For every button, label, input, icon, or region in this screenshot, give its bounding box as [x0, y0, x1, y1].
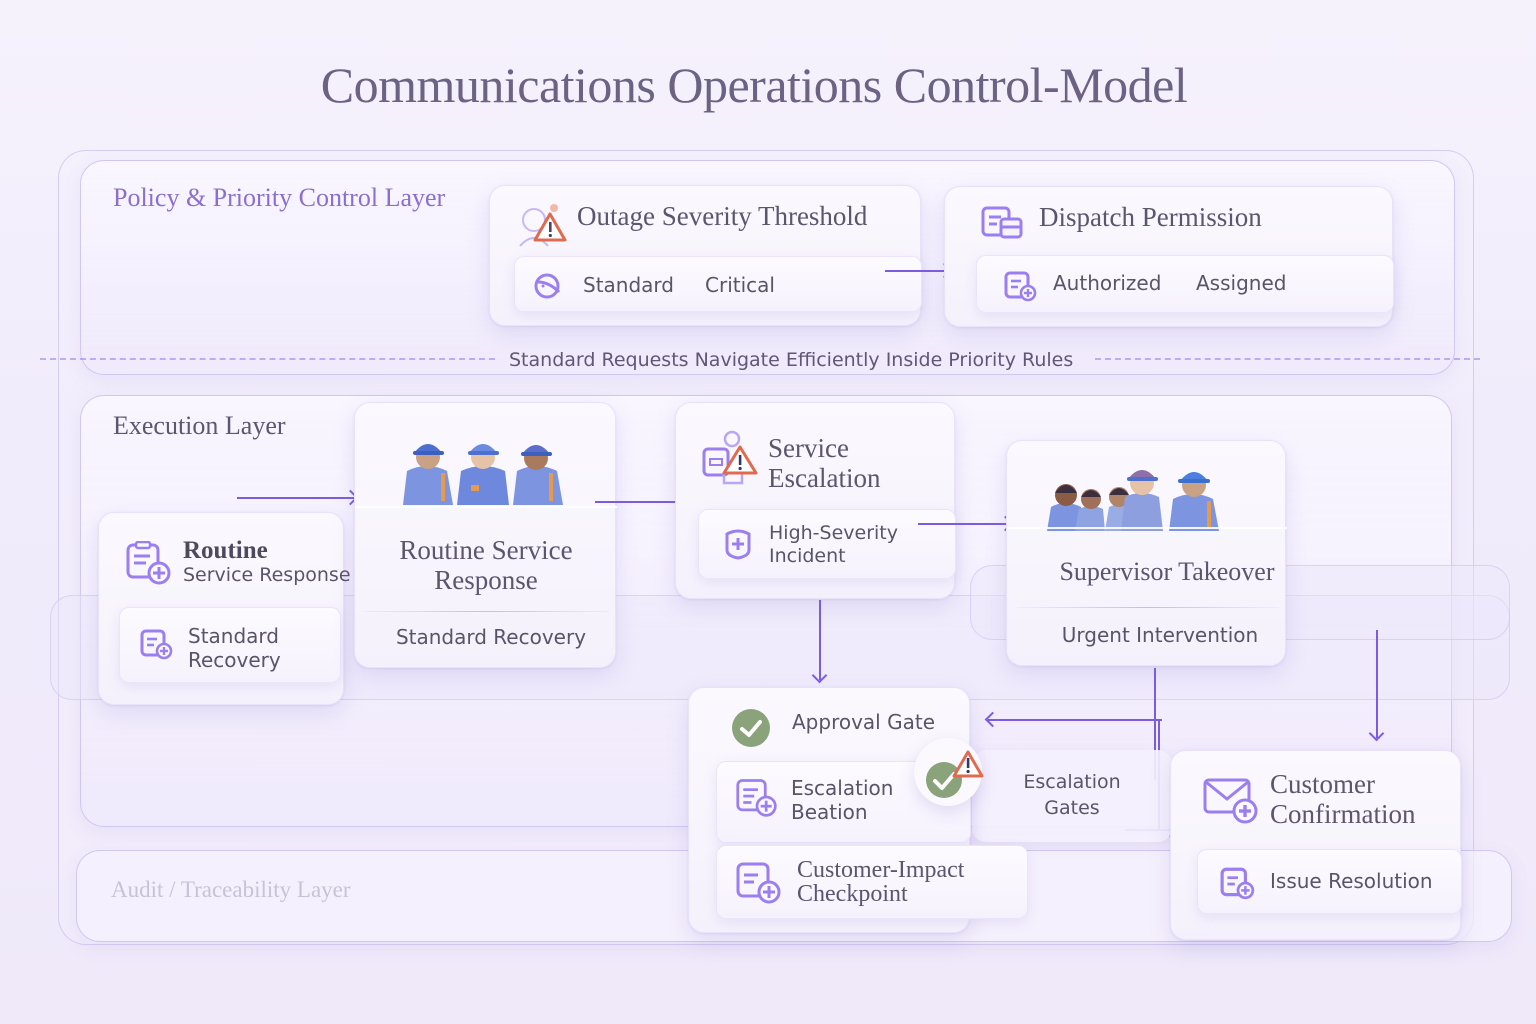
customer-confirmation-card[interactable]: Customer Confirmation Issue Resolution: [1170, 750, 1462, 940]
option-standard[interactable]: Standard: [583, 273, 674, 297]
clipboard-add-icon: [735, 776, 779, 818]
outage-severity-title: Outage Severity Threshold: [577, 201, 868, 231]
rule-divider-left: [40, 358, 495, 360]
clipboard-add-icon: [735, 860, 783, 904]
standard-recovery-label: Standard Recovery: [188, 624, 281, 673]
arrow-supervisor-to-customer: [1376, 630, 1378, 738]
routine-service-card[interactable]: Routine Service Response Standard Recove…: [98, 512, 351, 705]
field-technicians-illustration: [395, 425, 575, 505]
approval-gate-label: Approval Gate: [792, 710, 935, 734]
priority-rule-banner: Standard Requests Navigate Efficiently I…: [509, 349, 1074, 371]
supervisor-takeover-title: Supervisor Takeover: [1059, 557, 1275, 586]
warning-user-icon: [518, 200, 568, 248]
arrow-outage-to-dispatch: [885, 270, 949, 272]
routine-standard-recovery[interactable]: Standard Recovery: [119, 607, 341, 683]
issue-resolution-label: Issue Resolution: [1270, 869, 1433, 893]
gate-item-escalation[interactable]: Escalation Beation: [716, 761, 971, 843]
arrow-to-approval-gate: [988, 719, 1162, 721]
supervisor-footer: Urgent Intervention: [1061, 623, 1259, 647]
gate-item-customer-impact-label: Customer-Impact Checkpoint: [797, 857, 965, 907]
service-escalation-card[interactable]: Service Escalation High-Severity Inciden…: [675, 402, 956, 599]
high-severity-incident[interactable]: High-Severity Incident: [698, 509, 956, 579]
outage-severity-options: Standard Critical: [514, 256, 922, 312]
escalation-gates-label: Escalation Gates: [1023, 771, 1121, 819]
mail-add-icon: [1203, 777, 1259, 825]
high-severity-label: High-Severity Incident: [769, 522, 898, 568]
clipboard-add-icon: [140, 628, 174, 660]
filter-icon: [533, 272, 563, 300]
clipboard-add-icon: [1004, 270, 1038, 302]
documents-icon: [981, 205, 1025, 239]
clipboard-add-icon: [125, 541, 173, 585]
page-title: Communications Operations Control-Model: [320, 57, 1188, 113]
routine-subtitle: Service Response: [183, 564, 351, 586]
routine-service-response-card[interactable]: Routine Service Response Standard Recove…: [354, 402, 617, 668]
issue-resolution-item[interactable]: Issue Resolution: [1197, 849, 1462, 914]
option-assigned[interactable]: Assigned: [1196, 271, 1287, 295]
card-divider: [363, 611, 609, 612]
image-divider: [355, 506, 617, 508]
option-critical[interactable]: Critical: [705, 273, 775, 297]
option-authorized[interactable]: Authorized: [1053, 271, 1162, 295]
connector-supervisor-down: [1154, 668, 1156, 780]
routine-service-response-title: Routine Service Response: [399, 535, 573, 596]
check-warning-badge: [914, 738, 984, 806]
service-escalation-title: Service Escalation: [768, 433, 881, 494]
card-divider: [1017, 607, 1279, 608]
supervisor-takeover-card[interactable]: Supervisor Takeover Urgent Intervention: [1006, 440, 1287, 666]
routine-title: Routine: [183, 537, 268, 564]
check-circle-icon: [731, 708, 771, 748]
arrow-escalation-to-approval: [819, 600, 821, 680]
approval-gate-card[interactable]: Approval Gate Escalation Beation: [688, 687, 1028, 933]
execution-layer-label: Execution Layer: [113, 411, 286, 440]
dispatch-permission-card[interactable]: Dispatch Permission Authorized Assigned: [944, 186, 1394, 327]
arrow-routine-to-escalation: [595, 501, 681, 503]
rule-divider-right: [1095, 358, 1480, 360]
gate-item-escalation-label: Escalation Beation: [791, 776, 894, 825]
dispatch-permission-title: Dispatch Permission: [1039, 202, 1262, 232]
dispatch-permission-options: Authorized Assigned: [976, 255, 1394, 313]
image-divider: [1007, 527, 1287, 529]
audit-layer-label: Audit / Traceability Layer: [111, 877, 351, 902]
gate-item-customer-impact[interactable]: Customer-Impact Checkpoint: [716, 845, 1028, 919]
supervisor-team-illustration: [1041, 455, 1231, 531]
escalation-warning-icon: [702, 429, 758, 485]
clipboard-add-icon: [1220, 866, 1256, 900]
outage-severity-card[interactable]: Outage Severity Threshold Standard Criti…: [489, 185, 922, 326]
customer-confirmation-title: Customer Confirmation: [1270, 769, 1416, 830]
policy-layer-label: Policy & Priority Control Layer: [113, 183, 446, 212]
routine-main-footer: Standard Recovery: [395, 625, 587, 649]
arrow-into-routine: [237, 497, 355, 499]
arrow-escalation-to-supervisor: [918, 523, 1010, 525]
shield-plus-icon: [723, 528, 753, 560]
escalation-gates-panel[interactable]: Escalation Gates: [972, 750, 1172, 842]
